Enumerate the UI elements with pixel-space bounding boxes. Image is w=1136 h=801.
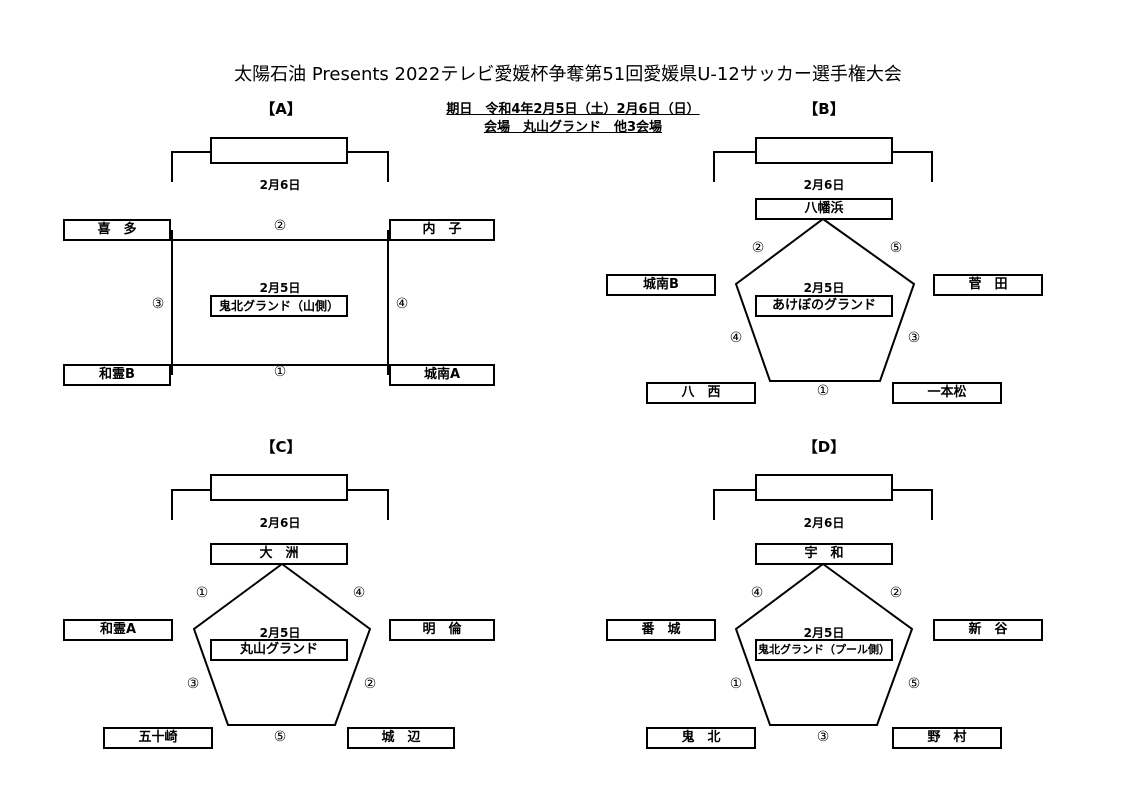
group-c-match-num: ③ bbox=[186, 676, 200, 692]
group-a-team-uchiko: 内 子 bbox=[389, 219, 495, 241]
group-d-winner-box bbox=[755, 474, 893, 501]
schedule-text: 期日 令和4年2月5日（土）2月6日（日） bbox=[446, 102, 700, 117]
group-d-match-num: ① bbox=[729, 676, 743, 692]
group-d-match-num: ③ bbox=[816, 729, 830, 745]
group-d-team-banjo: 番 城 bbox=[606, 619, 716, 641]
group-a-team-jonana: 城南A bbox=[389, 364, 495, 386]
group-a-day1-date: 2月5日 bbox=[259, 281, 301, 295]
group-b-match-num: ④ bbox=[729, 330, 743, 346]
group-b-team-ipponmatsu: 一本松 bbox=[892, 382, 1002, 404]
group-d-team-niiya: 新 谷 bbox=[933, 619, 1043, 641]
group-b-day1-date: 2月5日 bbox=[803, 281, 845, 295]
group-c-match-num: ⑤ bbox=[273, 729, 287, 745]
group-b-ground: あけぼのグランド bbox=[755, 295, 893, 317]
group-a-match-num: ③ bbox=[151, 296, 165, 312]
group-d-final-date: 2月6日 bbox=[803, 516, 845, 530]
group-c-team-johen: 城 辺 bbox=[347, 727, 455, 749]
group-d-team-kihoku: 鬼 北 bbox=[646, 727, 756, 749]
group-b-team-yanishi: 八 西 bbox=[646, 382, 756, 404]
group-b-match-num: ⑤ bbox=[889, 240, 903, 256]
group-b-match-num: ③ bbox=[907, 330, 921, 346]
group-b-team-jonanb: 城南B bbox=[606, 274, 716, 296]
group-a-team-kita: 喜 多 bbox=[63, 219, 171, 241]
group-d-day1-date: 2月5日 bbox=[803, 626, 845, 640]
group-b-label: 【B】 bbox=[803, 100, 845, 118]
group-c-final-date: 2月6日 bbox=[259, 516, 301, 530]
group-c-ground: 丸山グランド bbox=[210, 639, 348, 661]
group-c-team-ikazaki: 五十崎 bbox=[103, 727, 213, 749]
group-d-match-num: ⑤ bbox=[907, 676, 921, 692]
group-b-match-num: ① bbox=[816, 383, 830, 399]
group-a-ground: 鬼北グランド（山側） bbox=[210, 295, 348, 317]
group-c-day1-date: 2月5日 bbox=[259, 626, 301, 640]
group-c-label: 【C】 bbox=[260, 438, 302, 456]
group-c-team-ozu: 大 洲 bbox=[210, 543, 348, 565]
group-c-match-num: ④ bbox=[352, 585, 366, 601]
group-d-team-nomura: 野 村 bbox=[892, 727, 1002, 749]
group-b-team-yawatahama: 八幡浜 bbox=[755, 198, 893, 220]
group-d-team-uwa: 宇 和 bbox=[755, 543, 893, 565]
group-d-ground: 鬼北グランド（プール側） bbox=[755, 639, 893, 661]
group-b-match-num: ② bbox=[751, 240, 765, 256]
group-c-team-wareia: 和霊A bbox=[63, 619, 173, 641]
group-a-label: 【A】 bbox=[260, 100, 302, 118]
group-c-winner-box bbox=[210, 474, 348, 501]
group-b-winner-box bbox=[755, 137, 893, 164]
group-a-winner-box bbox=[210, 137, 348, 164]
group-a-team-wareib: 和霊B bbox=[63, 364, 171, 386]
group-d-match-num: ② bbox=[889, 585, 903, 601]
group-a-match-num: ④ bbox=[395, 296, 409, 312]
group-b-final-date: 2月6日 bbox=[803, 178, 845, 192]
group-b-team-sugeta: 菅 田 bbox=[933, 274, 1043, 296]
group-a-match-num: ① bbox=[273, 364, 287, 380]
group-c-match-num: ① bbox=[195, 585, 209, 601]
venue-text: 会場 丸山グランド 他3会場 bbox=[483, 120, 663, 135]
group-d-label: 【D】 bbox=[802, 438, 846, 456]
group-c-team-meirin: 明 倫 bbox=[389, 619, 495, 641]
group-c-match-num: ② bbox=[363, 676, 377, 692]
group-d-match-num: ④ bbox=[750, 585, 764, 601]
tournament-title: 太陽石油 Presents 2022テレビ愛媛杯争奪第51回愛媛県U-12サッカ… bbox=[234, 64, 902, 85]
group-a-match-num: ② bbox=[273, 218, 287, 234]
group-a-final-date: 2月6日 bbox=[259, 178, 301, 192]
